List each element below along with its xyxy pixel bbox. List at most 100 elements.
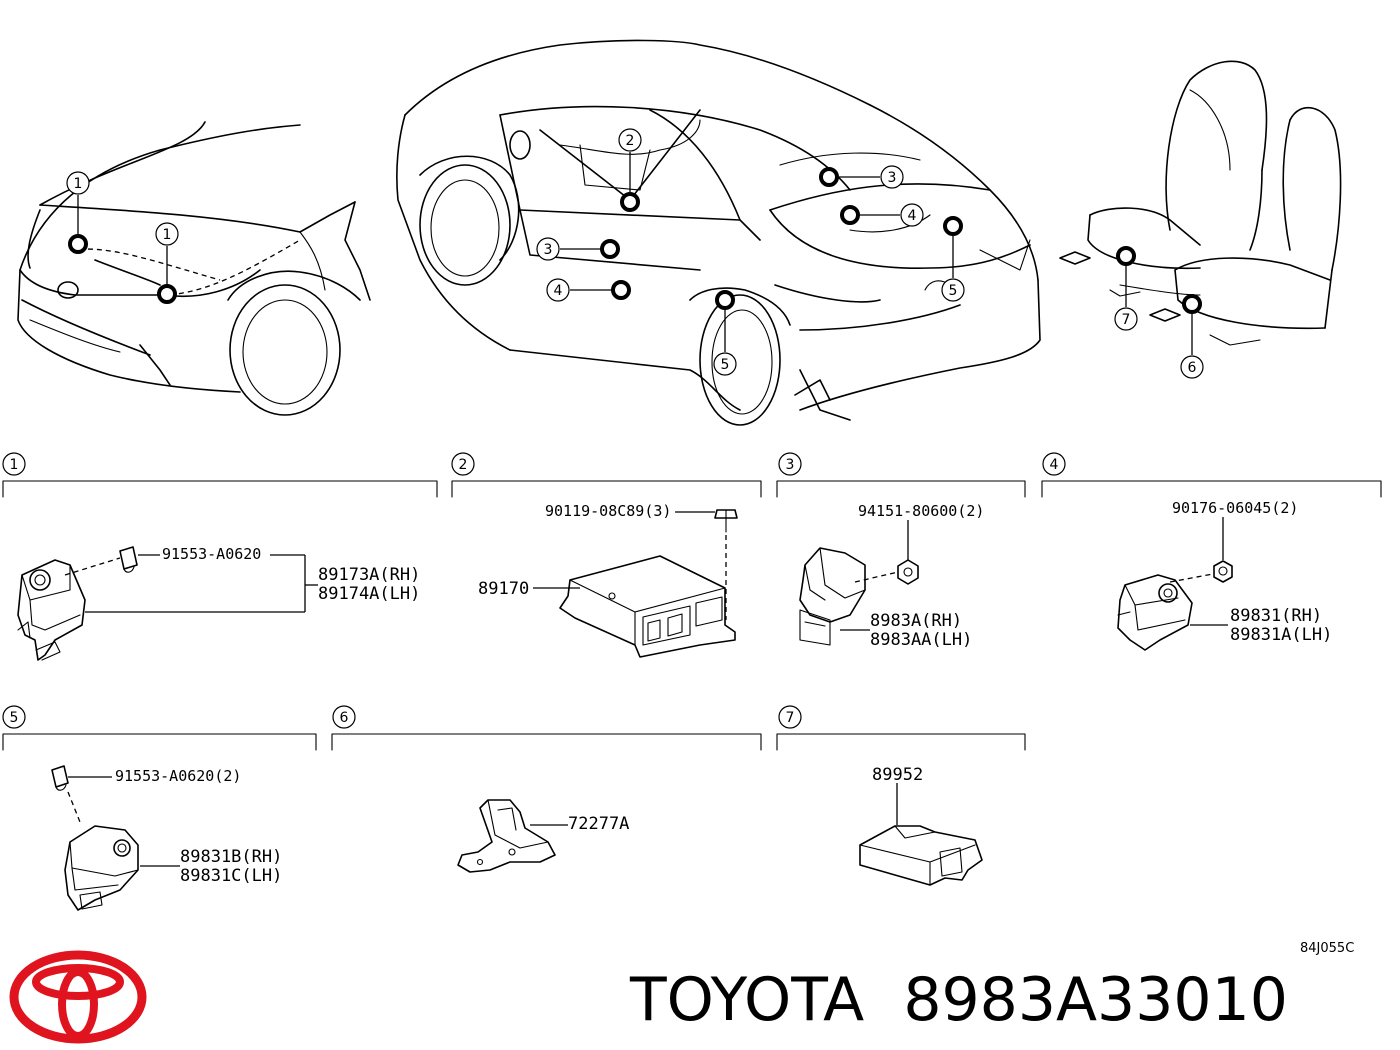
front-airbag-sensor — [17, 559, 86, 661]
location-marker — [819, 167, 839, 187]
overview-callout-4b — [900, 203, 924, 227]
overview-callout-label: 3 — [888, 170, 897, 186]
airbag-control-module — [559, 555, 736, 658]
overview-callout-2 — [618, 128, 642, 152]
sensor-bracket — [457, 799, 556, 873]
section-number-6 — [332, 705, 356, 729]
toyota-logo — [9, 950, 147, 1044]
overview-callout-5b — [713, 352, 737, 376]
section-number-label: 7 — [786, 710, 795, 726]
nut-icon — [1213, 560, 1233, 583]
overview-callout-label: 7 — [1122, 312, 1131, 328]
part-label-90119-08C89: 90119-08C89(3) — [545, 502, 671, 520]
overview-callout-label: 5 — [949, 283, 958, 299]
overview-callout-label: 4 — [554, 283, 563, 299]
overview-callout-3a — [536, 237, 560, 261]
overview-callout-label: 2 — [626, 133, 635, 149]
section-number-7 — [778, 705, 802, 729]
part-label-89173A: 89173A(RH) — [318, 565, 420, 585]
overview-callout-1b — [155, 222, 179, 246]
section-7-seat-sensor: 89952 — [859, 765, 983, 886]
section-1-front-sensor: 91553-A0620 89173A(RH) 89174A(LH) — [17, 545, 420, 661]
section-bracket-7 — [776, 733, 1026, 751]
overview-callout-label: 4 — [908, 208, 917, 224]
brand-part-number: 8983A33010 — [903, 965, 1288, 1035]
door-airbag-sensor — [799, 547, 866, 646]
screw-icon — [714, 509, 738, 533]
section-number-3 — [778, 452, 802, 476]
bolt-icon — [119, 546, 138, 573]
part-label-91553-A0620: 91553-A0620 — [162, 545, 261, 563]
section-number-5 — [2, 705, 26, 729]
part-label-89174A: 89174A(LH) — [318, 584, 420, 604]
part-label-89831B: 89831B(RH) — [180, 847, 282, 867]
brand-name: TOYOTA — [629, 965, 864, 1035]
part-label-89831C: 89831C(LH) — [180, 866, 282, 886]
side-airbag-sensor — [1117, 574, 1193, 651]
part-label-72277A: 72277A — [568, 814, 629, 834]
section-6-bracket: 72277A — [457, 799, 629, 873]
overview-callout-label: 6 — [1188, 360, 1197, 376]
section-number-label: 5 — [10, 710, 19, 726]
location-marker — [611, 280, 631, 300]
drawing-code: 84J055C — [1300, 941, 1354, 956]
part-label-8983AA: 8983AA(LH) — [870, 630, 972, 650]
section-number-label: 2 — [459, 457, 468, 473]
location-marker — [600, 239, 620, 259]
overview-callout-label: 1 — [74, 176, 83, 192]
overview-callout-4a — [546, 278, 570, 302]
part-label-89831: 89831(RH) — [1230, 606, 1322, 626]
section-4-side-sensor: 90176-06045(2) 89831(RH) 89831A(LH) — [1117, 499, 1332, 651]
section-3-door-sensor: 94151-80600(2) 8983A(RH) 8983AA(LH) — [799, 502, 984, 650]
front-car-illustration — [17, 121, 371, 416]
part-label-89170: 89170 — [478, 579, 529, 599]
part-label-8983A: 8983A(RH) — [870, 611, 962, 631]
overview-callout-5a — [941, 278, 965, 302]
seats-illustration — [1059, 60, 1342, 346]
section-number-1 — [2, 452, 26, 476]
section-bracket-4 — [1041, 480, 1382, 498]
nut-icon — [897, 559, 919, 585]
bolt-icon — [51, 765, 69, 791]
location-marker — [68, 234, 88, 254]
overview-callout-label: 1 — [163, 227, 172, 243]
location-marker — [840, 205, 860, 225]
location-marker — [943, 216, 963, 236]
rear-car-illustration — [396, 39, 1041, 426]
part-label-90176-06045: 90176-06045(2) — [1172, 499, 1298, 517]
location-marker — [1116, 246, 1136, 266]
part-label-91553-A0620-2: 91553-A0620(2) — [115, 767, 241, 785]
section-2-airbag-ecu: 90119-08C89(3) 89170 — [478, 502, 738, 658]
location-marker — [1182, 294, 1202, 314]
brand-title: TOYOTA 8983A33010 — [629, 965, 1288, 1035]
section-5-rear-sensor: 91553-A0620(2) 89831B(RH) 89831C(LH) — [51, 765, 282, 911]
location-marker — [157, 284, 177, 304]
location-marker — [620, 192, 640, 212]
section-bracket-3 — [776, 480, 1026, 498]
section-number-2 — [451, 452, 475, 476]
section-number-label: 3 — [786, 457, 795, 473]
rear-airbag-sensor — [64, 825, 139, 911]
overview-callout-7 — [1114, 307, 1138, 331]
location-marker — [715, 290, 735, 310]
section-number-label: 6 — [340, 710, 349, 726]
section-bracket-5 — [2, 733, 317, 751]
overview-callout-label: 5 — [721, 357, 730, 373]
overview-callout-label: 3 — [544, 242, 553, 258]
seat-position-sensor — [859, 825, 983, 886]
section-number-label: 1 — [10, 457, 19, 473]
part-label-94151-80600: 94151-80600(2) — [858, 502, 984, 520]
section-number-label: 4 — [1050, 457, 1059, 473]
section-bracket-1 — [2, 480, 438, 498]
section-headers: 1 2 3 4 5 6 7 — [2, 452, 1382, 751]
overview-callout-6 — [1180, 355, 1204, 379]
overview-callout-3b — [880, 165, 904, 189]
section-number-4 — [1042, 452, 1066, 476]
part-label-89952: 89952 — [872, 765, 923, 785]
overview-callouts: 1 1 2 3 4 3 4 5 — [66, 128, 1204, 379]
section-bracket-6 — [331, 733, 762, 751]
part-label-89831A: 89831A(LH) — [1230, 625, 1332, 645]
section-bracket-2 — [451, 480, 762, 498]
overview-callout-1a — [66, 171, 90, 195]
